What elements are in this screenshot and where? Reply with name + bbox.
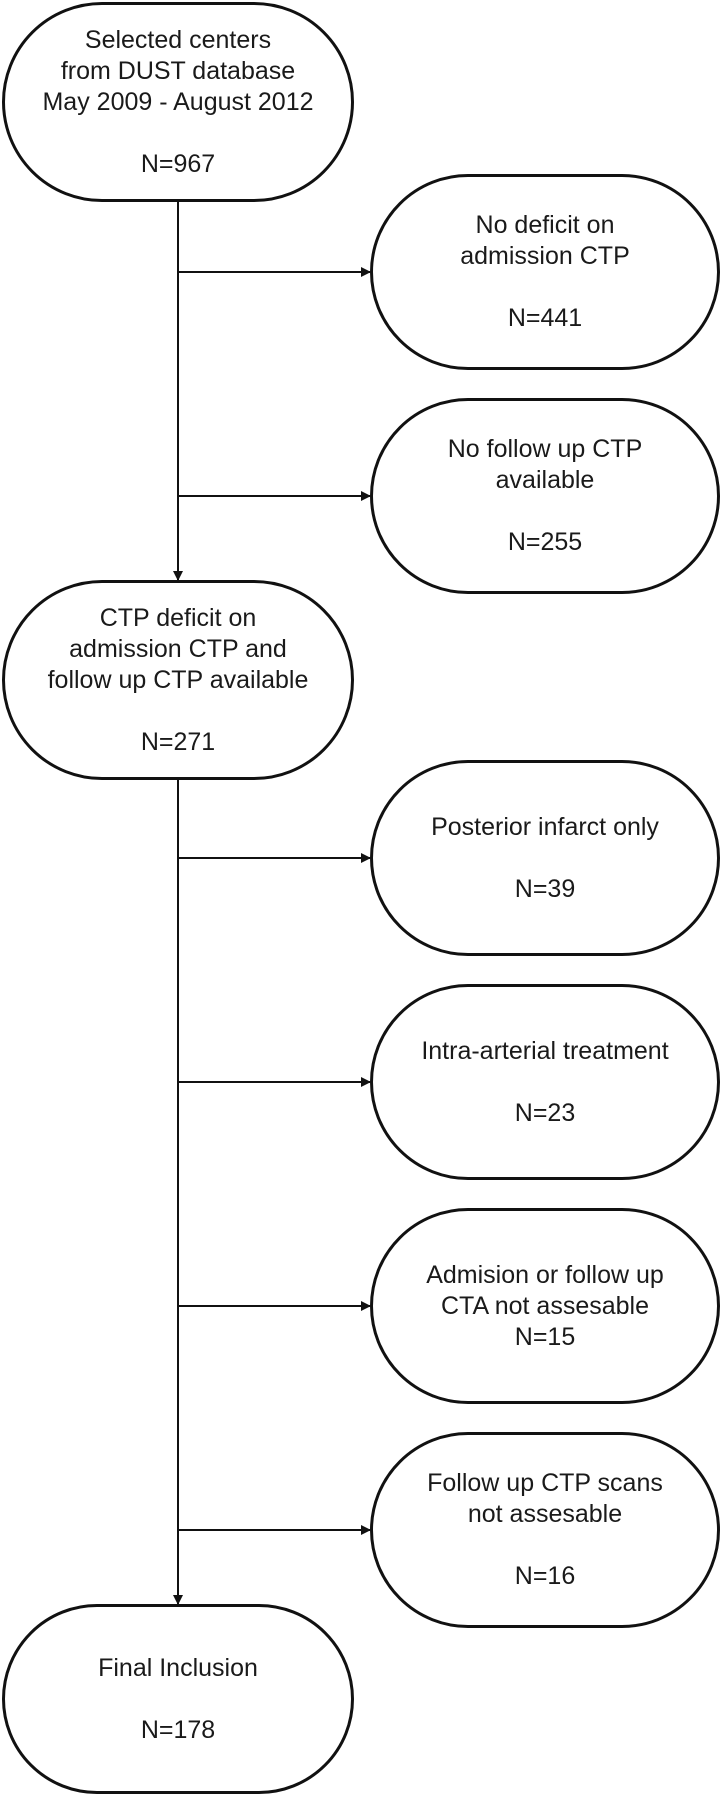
node-count: N=39 (514, 874, 576, 903)
node-text-line: available (495, 466, 595, 494)
node-count: N=441 (507, 304, 583, 332)
node-count: N=16 (514, 1562, 576, 1590)
node-count: N=15 (514, 1322, 576, 1351)
node-count: N=255 (507, 528, 583, 556)
node-count: N=967 (140, 149, 216, 178)
node-text-line: Selected centers (84, 25, 272, 54)
node-text-line: Follow up CTP scans (427, 1469, 663, 1497)
node-text-line: follow up CTP available (47, 665, 309, 694)
node-count: N=271 (140, 727, 216, 756)
node-text-line: admission CTP and (69, 634, 287, 663)
node-text-line: CTA not assesable (441, 1291, 649, 1320)
node-text-line: Posterior infarct only (431, 812, 659, 841)
node-text-line: Intra-arterial treatment (421, 1036, 669, 1065)
node-text-line: from DUST database (60, 56, 296, 85)
node-text-line: May 2009 - August 2012 (42, 87, 314, 116)
node-text-line: Final Inclusion (98, 1653, 258, 1682)
node-text-line: admission CTP (460, 242, 630, 270)
node-text-line: not assesable (467, 1500, 623, 1528)
node-text-line: Admision or follow up (426, 1260, 664, 1289)
node-count: N=23 (514, 1098, 576, 1127)
node-text-line: No follow up CTP (447, 435, 643, 463)
node-text-line: No deficit on (475, 211, 615, 239)
flow-node-n2: No deficit on admission CTP N=441 (370, 174, 720, 370)
node-count: N=178 (140, 1715, 216, 1744)
node-text-line: CTP deficit on (99, 603, 257, 632)
